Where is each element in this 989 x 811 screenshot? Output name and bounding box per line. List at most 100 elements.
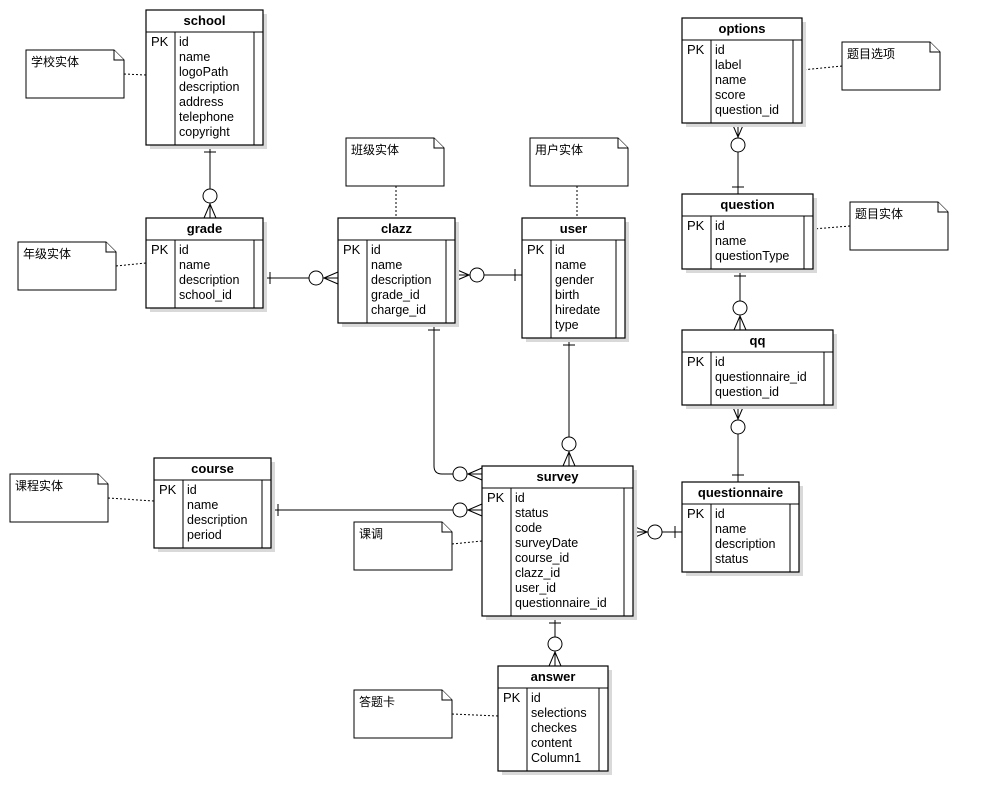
entity-title: survey [537, 469, 580, 484]
pk-label: PK [687, 42, 705, 57]
attribute-surveyDate: surveyDate [515, 536, 578, 550]
attribute-telephone: telephone [179, 110, 234, 124]
attribute-course_id: course_id [515, 551, 569, 565]
notes-layer: 学校实体年级实体班级实体用户实体题目选项题目实体课程实体课调答题卡 [9, 41, 949, 739]
attribute-name: name [179, 50, 210, 64]
attribute-logoPath: logoPath [179, 65, 228, 79]
attribute-name: name [715, 234, 746, 248]
many-marker [467, 473, 483, 481]
pk-label: PK [487, 490, 505, 505]
attribute-questionnaire_id: questionnaire_id [715, 370, 807, 384]
zero-marker [452, 502, 468, 518]
note-box [9, 473, 109, 523]
attribute-user_id: user_id [515, 581, 556, 595]
rel-clazz-survey [428, 323, 483, 482]
rel-user-clazz [454, 267, 522, 283]
zero-marker [308, 270, 324, 286]
attribute-code: code [515, 521, 542, 535]
attribute-description: description [715, 537, 775, 551]
entity-box [497, 665, 609, 772]
zero-marker [202, 188, 218, 204]
note-fold [97, 474, 108, 485]
many-marker [568, 451, 576, 467]
entity-box [153, 457, 272, 549]
note-connector [801, 65, 843, 71]
attribute-questionnaire_id: questionnaire_id [515, 596, 607, 610]
attribute-id: id [715, 355, 725, 369]
many-marker [209, 203, 217, 219]
attribute-question_id: question_id [715, 385, 779, 399]
attribute-name: name [187, 498, 218, 512]
note-connector [115, 262, 147, 267]
attribute-name: name [715, 522, 746, 536]
entity-title: questionnaire [698, 485, 783, 500]
note-connector [123, 73, 147, 76]
attribute-description: description [179, 80, 239, 94]
note-text: 学校实体 [31, 54, 79, 69]
attribute-description: description [187, 513, 247, 527]
note-text: 答题卡 [359, 694, 395, 709]
note-text: 题目实体 [855, 206, 903, 221]
pk-label: PK [527, 242, 545, 257]
note-user: 用户实体 [529, 137, 629, 218]
attribute-name: name [715, 73, 746, 87]
pk-label: PK [687, 218, 705, 233]
many-marker [733, 315, 741, 331]
entity-box [681, 193, 814, 270]
many-marker [203, 203, 211, 219]
rel-question-options [730, 122, 746, 194]
entity-title: grade [187, 221, 222, 236]
zero-marker [730, 137, 746, 153]
note-text: 用户实体 [535, 142, 583, 157]
attribute-address: address [179, 95, 223, 109]
note-grade: 年级实体 [17, 241, 147, 291]
attribute-id: id [555, 243, 565, 257]
attribute-id: id [515, 491, 525, 505]
note-options: 题目选项 [801, 41, 941, 91]
rel-survey-answer [547, 616, 563, 667]
attribute-id: id [187, 483, 197, 497]
attribute-questionType: questionType [715, 249, 789, 263]
entity-title: user [560, 221, 587, 236]
entity-box [145, 217, 264, 309]
attribute-selections: selections [531, 706, 587, 720]
note-box [353, 521, 453, 571]
rel-questionnaire-qq [730, 404, 746, 482]
rel-school-grade [202, 145, 218, 219]
attribute-name: name [371, 258, 402, 272]
pk-label: PK [151, 242, 169, 257]
note-box [849, 201, 949, 251]
attribute-id: id [371, 243, 381, 257]
zero-marker [547, 636, 563, 652]
note-fold [433, 138, 444, 149]
many-marker [323, 271, 339, 279]
note-connector [451, 713, 499, 717]
note-box [353, 689, 453, 739]
attribute-copyright: copyright [179, 125, 230, 139]
pk-label: PK [503, 690, 521, 705]
zero-marker [452, 466, 468, 482]
note-text: 题目选项 [847, 47, 895, 61]
attribute-status: status [715, 552, 748, 566]
zero-marker [732, 300, 748, 316]
note-survey: 课调 [353, 521, 483, 571]
attribute-id: id [179, 35, 189, 49]
attribute-checkes: checkes [531, 721, 577, 735]
attribute-score: score [715, 88, 746, 102]
attribute-name: name [555, 258, 586, 272]
attribute-hiredate: hiredate [555, 303, 600, 317]
many-marker [548, 651, 556, 667]
note-text: 课程实体 [15, 478, 63, 493]
